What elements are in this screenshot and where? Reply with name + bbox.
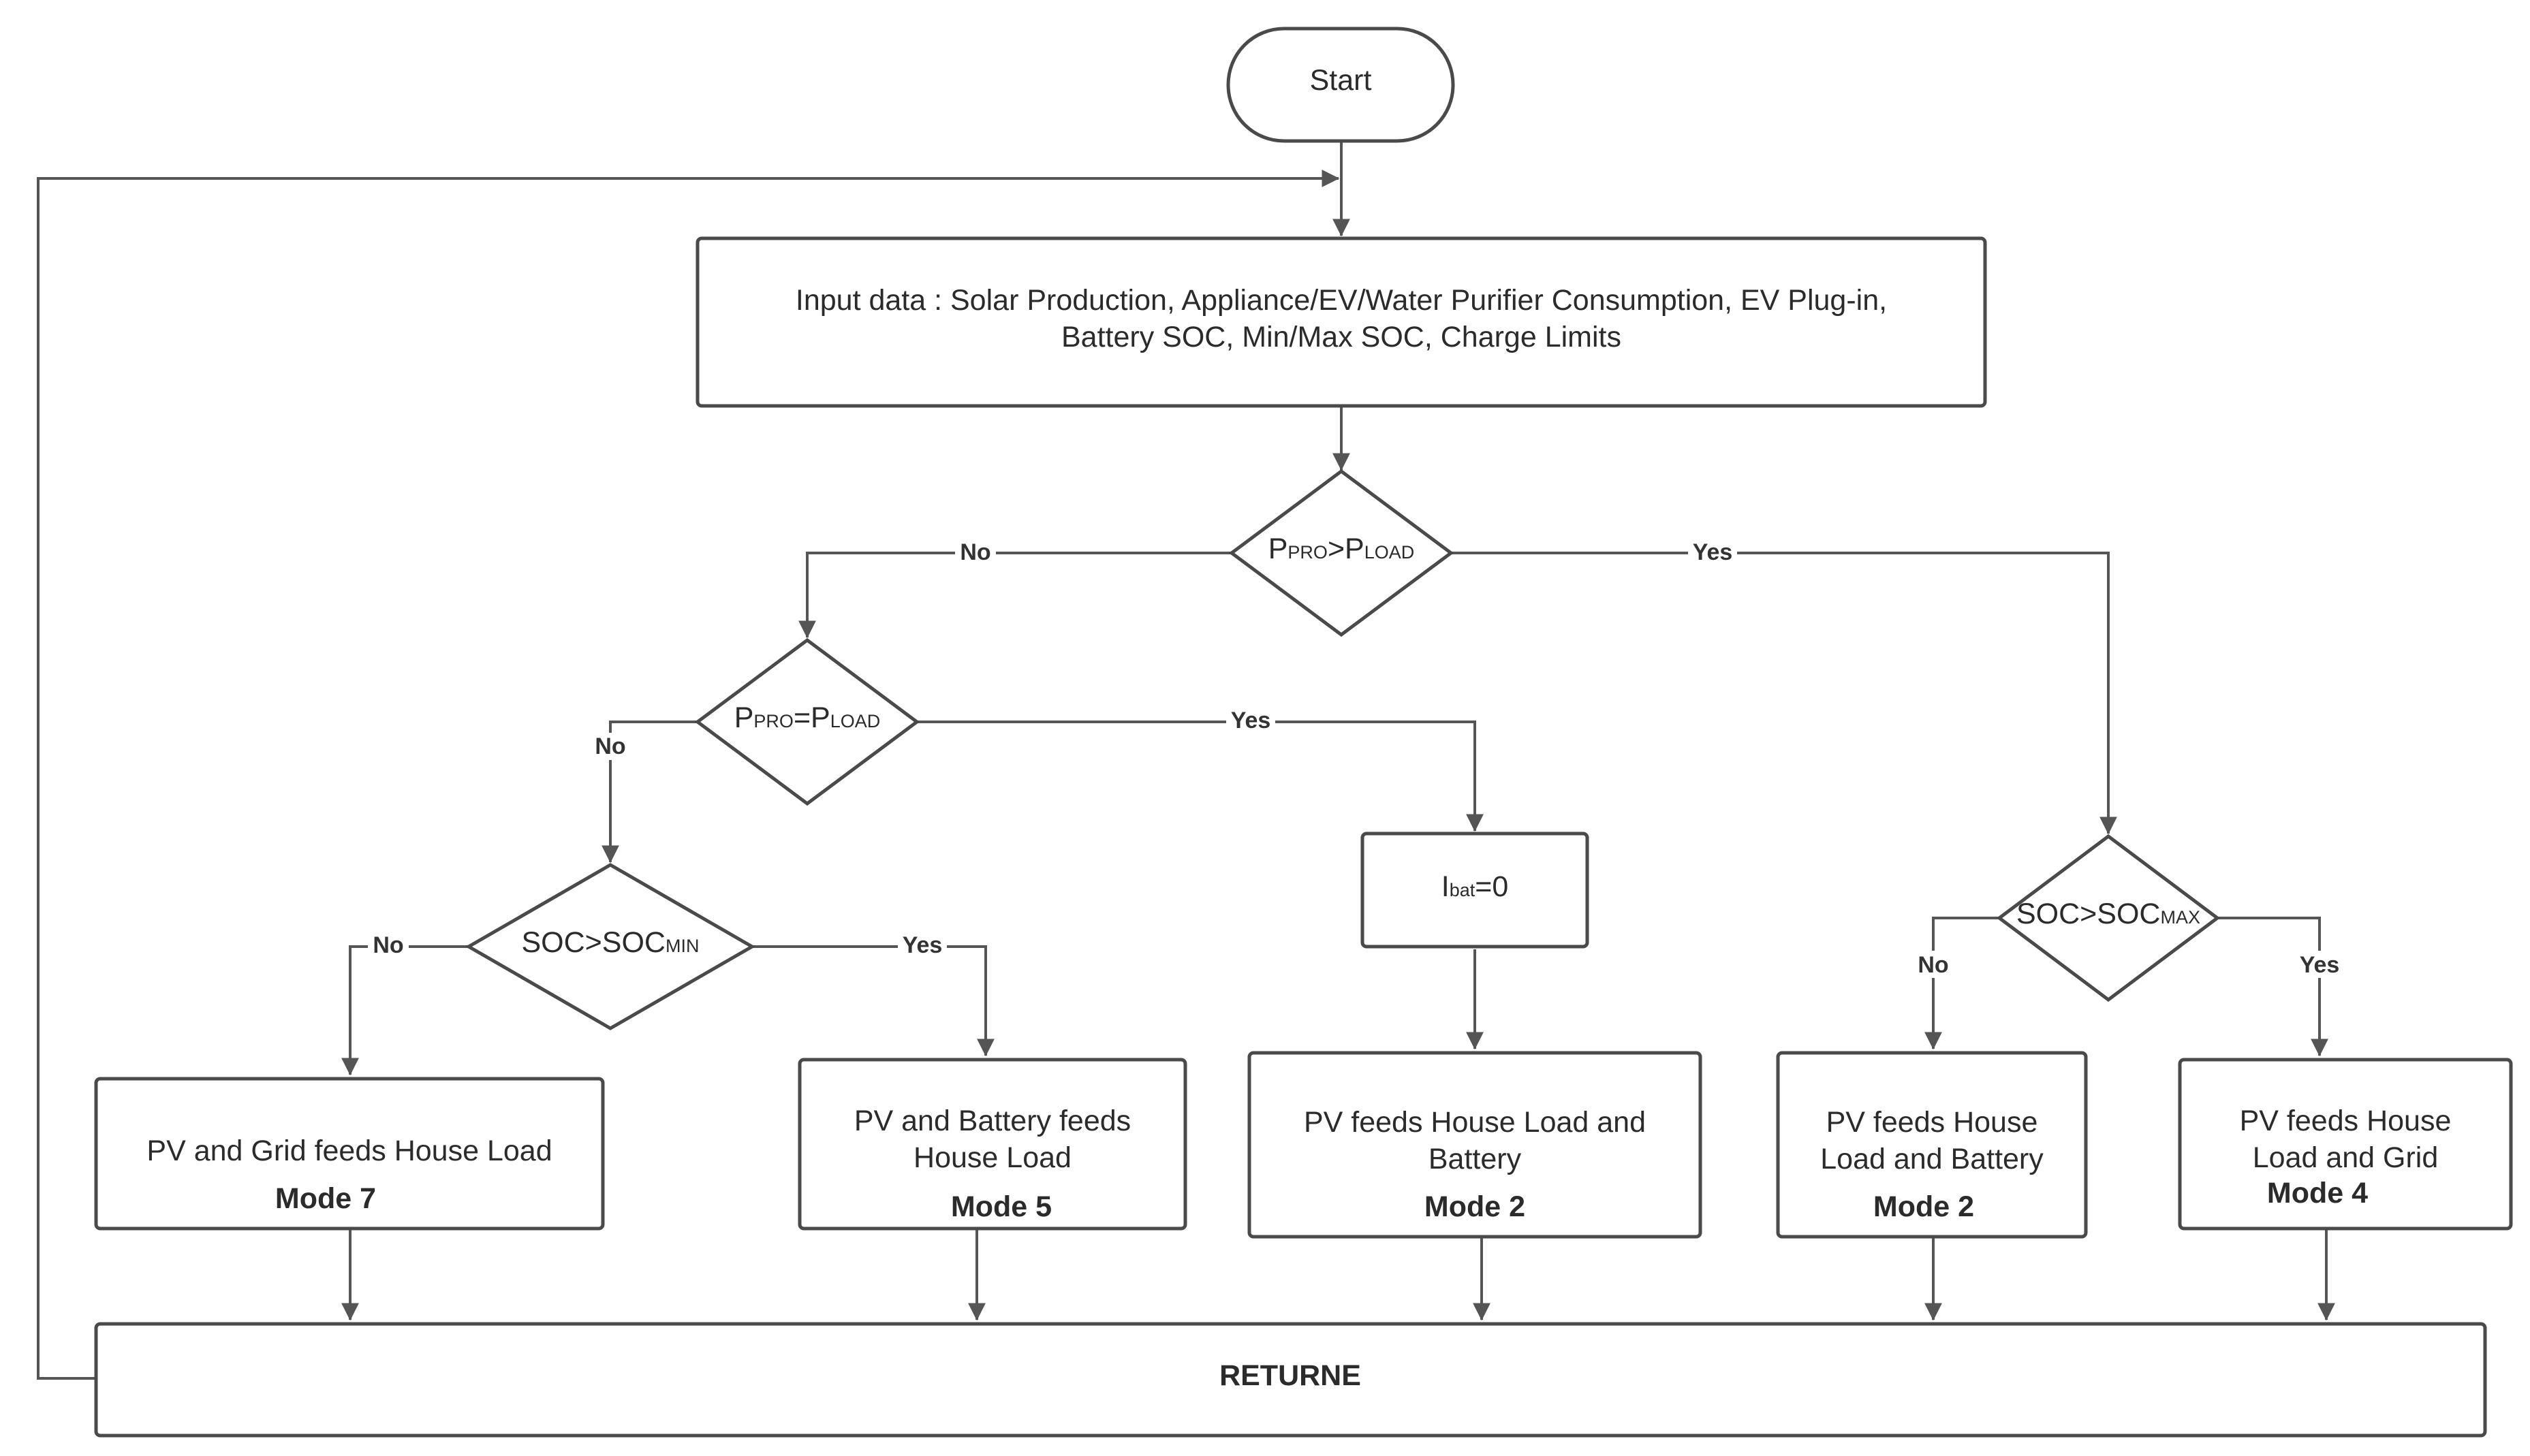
connector-soc-min-no xyxy=(341,945,469,1076)
decision-ppro-gt-pload: PPRO>PLOAD xyxy=(1228,469,1454,637)
edge-label-ppro-gt-no: No xyxy=(960,539,990,565)
mode5-node: PV and Battery feeds House Load Mode 5 xyxy=(798,1058,1187,1231)
mode5-line2: House Load xyxy=(913,1141,1072,1174)
mode2b-mode: Mode 2 xyxy=(1873,1190,1974,1223)
decision-soc-min-label: SOC>SOCMIN xyxy=(522,926,700,959)
decision-ppro-eq-label: PPRO=PLOAD xyxy=(734,701,881,734)
edge-labels: No Yes No Yes No Yes No Yes xyxy=(368,538,2345,978)
connectors xyxy=(37,141,2335,1380)
return-label: RETURNE xyxy=(1219,1359,1361,1392)
connector-return-loop xyxy=(37,170,1340,1380)
mode7-node: PV and Grid feeds House Load Mode 7 xyxy=(94,1077,605,1231)
ibat-node: Ibat=0 xyxy=(1360,832,1589,949)
decision-soc-min: SOC>SOCMIN xyxy=(465,863,756,1030)
mode2a-line2: Battery xyxy=(1428,1143,1522,1175)
mode2b-line1: PV feeds House xyxy=(1826,1106,2038,1139)
mode7-mode: Mode 7 xyxy=(275,1182,376,1215)
decision-soc-max-label: SOC>SOCMAX xyxy=(2016,898,2200,930)
mode5-mode: Mode 5 xyxy=(951,1190,1052,1223)
mode2a-node: PV feeds House Load and Battery Mode 2 xyxy=(1247,1051,1702,1239)
input-data-line2: Battery SOC, Min/Max SOC, Charge Limits xyxy=(1061,321,1621,353)
mode4-line1: PV feeds House xyxy=(2240,1105,2452,1137)
decision-ppro-gt-label: PPRO>PLOAD xyxy=(1268,533,1415,565)
connector-ppro-gt-no xyxy=(798,552,1232,639)
ibat-label: Ibat=0 xyxy=(1441,870,1509,903)
connector-soc-max-yes xyxy=(2217,917,2328,1057)
edge-label-soc-min-yes: Yes xyxy=(903,932,943,958)
input-data-node: Input data : Solar Production, Appliance… xyxy=(696,236,1987,408)
decision-ppro-eq-pload: PPRO=PLOAD xyxy=(694,637,920,806)
connector-ppro-eq-no xyxy=(602,721,698,864)
connector-ppro-gt-yes xyxy=(1451,552,2117,835)
mode7-text: PV and Grid feeds House Load xyxy=(146,1135,552,1167)
mode2a-mode: Mode 2 xyxy=(1424,1190,1525,1223)
return-node: RETURNE xyxy=(94,1322,2487,1438)
start-label: Start xyxy=(1310,64,1372,97)
edge-label-ppro-gt-yes: Yes xyxy=(1693,539,1733,565)
mode2b-node: PV feeds House Load and Battery Mode 2 xyxy=(1776,1051,2088,1239)
edge-label-ppro-eq-no: No xyxy=(595,733,625,759)
connector-soc-max-no xyxy=(1924,917,1999,1050)
mode4-node: PV feeds House Load and Grid Mode 4 xyxy=(2178,1058,2513,1231)
input-data-line1: Input data : Solar Production, Appliance… xyxy=(796,284,1887,317)
edge-label-soc-max-yes: Yes xyxy=(2300,952,2340,978)
mode4-line2: Load and Grid xyxy=(2253,1141,2439,1174)
mode4-mode: Mode 4 xyxy=(2267,1177,2368,1209)
edge-label-soc-min-no: No xyxy=(373,932,403,958)
connector-soc-min-yes xyxy=(752,945,995,1057)
edge-label-soc-max-no: No xyxy=(1918,952,1948,978)
mode5-line1: PV and Battery feeds xyxy=(854,1105,1131,1137)
start-node: Start xyxy=(1226,27,1455,143)
connector-ppro-eq-yes xyxy=(917,721,1484,832)
mode2a-line1: PV feeds House Load and xyxy=(1304,1106,1646,1139)
decision-soc-max: SOC>SOCMAX xyxy=(1996,834,2221,1002)
mode2b-line2: Load and Battery xyxy=(1820,1143,2044,1175)
edge-label-ppro-eq-yes: Yes xyxy=(1231,708,1271,733)
